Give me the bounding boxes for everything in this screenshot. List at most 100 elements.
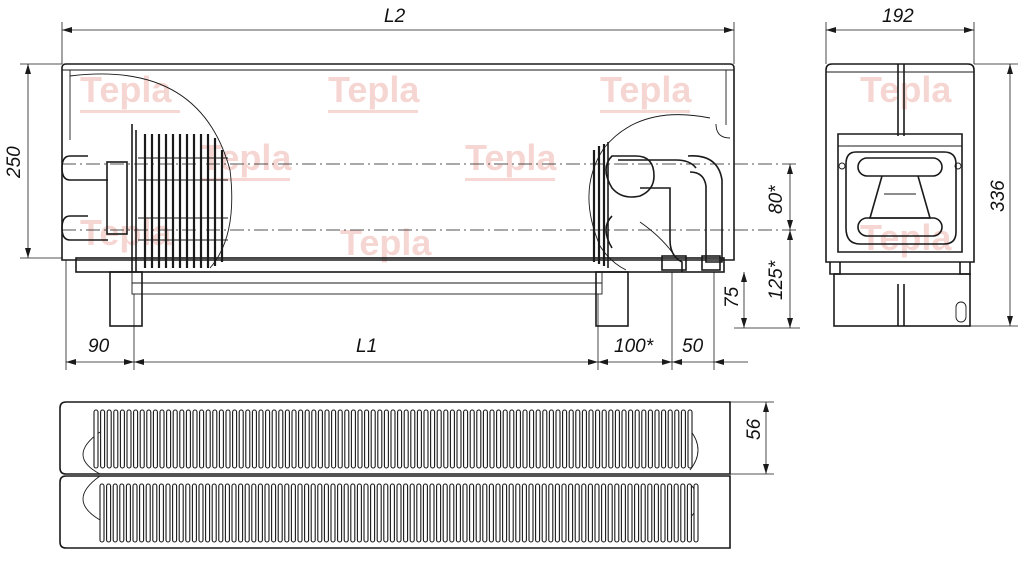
grille-slot xyxy=(298,409,304,469)
grille-slot xyxy=(152,483,158,543)
watermark-text: Tepla xyxy=(860,69,952,110)
side-view xyxy=(825,63,975,327)
grille-slot xyxy=(575,409,581,469)
grille-slot xyxy=(608,409,614,469)
grille-slot xyxy=(502,483,508,543)
grille-slot xyxy=(463,409,469,469)
grille-slot xyxy=(119,409,125,469)
grille-slot xyxy=(476,409,482,469)
grille-slot xyxy=(403,483,409,543)
grille-slot xyxy=(442,483,448,543)
grille-slot xyxy=(595,409,601,469)
grille-slot xyxy=(376,483,382,543)
grille-slot xyxy=(218,409,224,469)
grille-slot xyxy=(106,409,112,469)
grille-slot xyxy=(482,483,488,543)
grille-slot xyxy=(634,409,640,469)
grille-slot xyxy=(601,409,607,469)
grille-slot xyxy=(588,409,594,469)
grille-slot xyxy=(179,409,185,469)
grille-slot xyxy=(436,409,442,469)
grille-slot xyxy=(330,483,336,543)
grille-slot xyxy=(133,409,139,469)
dimension-80-label: 80* xyxy=(766,185,787,214)
grille-slot xyxy=(416,483,422,543)
grille-slot xyxy=(304,409,310,469)
grille-slot xyxy=(469,483,475,543)
grille-slot xyxy=(112,483,118,543)
grille-slot xyxy=(205,483,211,543)
grille-slot xyxy=(654,409,660,469)
grille-slot xyxy=(409,483,415,543)
watermark-text: Tepla xyxy=(340,222,432,263)
grille-slot xyxy=(317,483,323,543)
grille-slot xyxy=(363,483,369,543)
grille-slot xyxy=(211,483,217,543)
grille-slot xyxy=(462,483,468,543)
left-heat-exchanger-fins xyxy=(143,134,224,268)
grille-slot xyxy=(205,409,211,469)
grille-slot xyxy=(522,409,528,469)
grille-slot xyxy=(627,483,633,543)
grille-slot xyxy=(139,483,145,543)
grille-slot xyxy=(370,409,376,469)
grille-slot xyxy=(159,409,165,469)
grille-slot xyxy=(245,409,251,469)
grille-slot xyxy=(594,483,600,543)
grille-slot xyxy=(238,483,244,543)
grille-slot xyxy=(673,483,679,543)
grille-slot xyxy=(535,483,541,543)
grille-slot xyxy=(515,483,521,543)
grille-slot xyxy=(337,483,343,543)
grille-slot xyxy=(436,483,442,543)
grille-slot xyxy=(106,483,112,543)
grille-slot xyxy=(568,483,574,543)
grille-slot xyxy=(192,409,198,469)
grille-slot xyxy=(337,409,343,469)
watermark-text: Tepla xyxy=(860,217,952,258)
grille-slot xyxy=(429,483,435,543)
grille-slot xyxy=(166,409,172,469)
grille-slot xyxy=(687,409,693,469)
grille-slot xyxy=(350,409,356,469)
grille-slot xyxy=(614,483,620,543)
grille-slot xyxy=(397,409,403,469)
grille-slot xyxy=(284,483,290,543)
grille-slot xyxy=(508,483,514,543)
grille-slot xyxy=(185,483,191,543)
grille-slot xyxy=(165,483,171,543)
grille-slot xyxy=(562,409,568,469)
grille-slot xyxy=(324,409,330,469)
grille-slot xyxy=(291,409,297,469)
grille-slot xyxy=(126,409,132,469)
grille-slot xyxy=(574,483,580,543)
grille-slot xyxy=(251,483,257,543)
dimension-336-label: 336 xyxy=(988,180,1009,212)
grille-slot xyxy=(278,409,284,469)
grille-slot xyxy=(350,483,356,543)
grille-slot xyxy=(145,483,151,543)
grille-slot xyxy=(310,483,316,543)
grille-slot xyxy=(535,409,541,469)
grille-slot xyxy=(496,409,502,469)
grille-slot xyxy=(356,483,362,543)
dimension-75-label: 75 xyxy=(722,286,743,308)
grille-slot xyxy=(410,409,416,469)
grille-slot xyxy=(317,409,323,469)
grille-slot xyxy=(693,483,699,543)
grille-slot xyxy=(469,409,475,469)
grille-slot xyxy=(521,483,527,543)
dimension-56-label: 56 xyxy=(744,418,765,440)
grille-slot xyxy=(343,483,349,543)
grille-slot xyxy=(680,409,686,469)
grille-slot xyxy=(172,409,178,469)
grille-slot xyxy=(667,409,673,469)
grille-slot xyxy=(238,409,244,469)
top-view-grille xyxy=(59,401,774,549)
grille-slot xyxy=(568,409,574,469)
grille-slot xyxy=(199,409,205,469)
grille-slot xyxy=(113,409,119,469)
grille-slot xyxy=(634,483,640,543)
grille-slot xyxy=(383,409,389,469)
dimension-100-label: 100* xyxy=(614,336,654,357)
